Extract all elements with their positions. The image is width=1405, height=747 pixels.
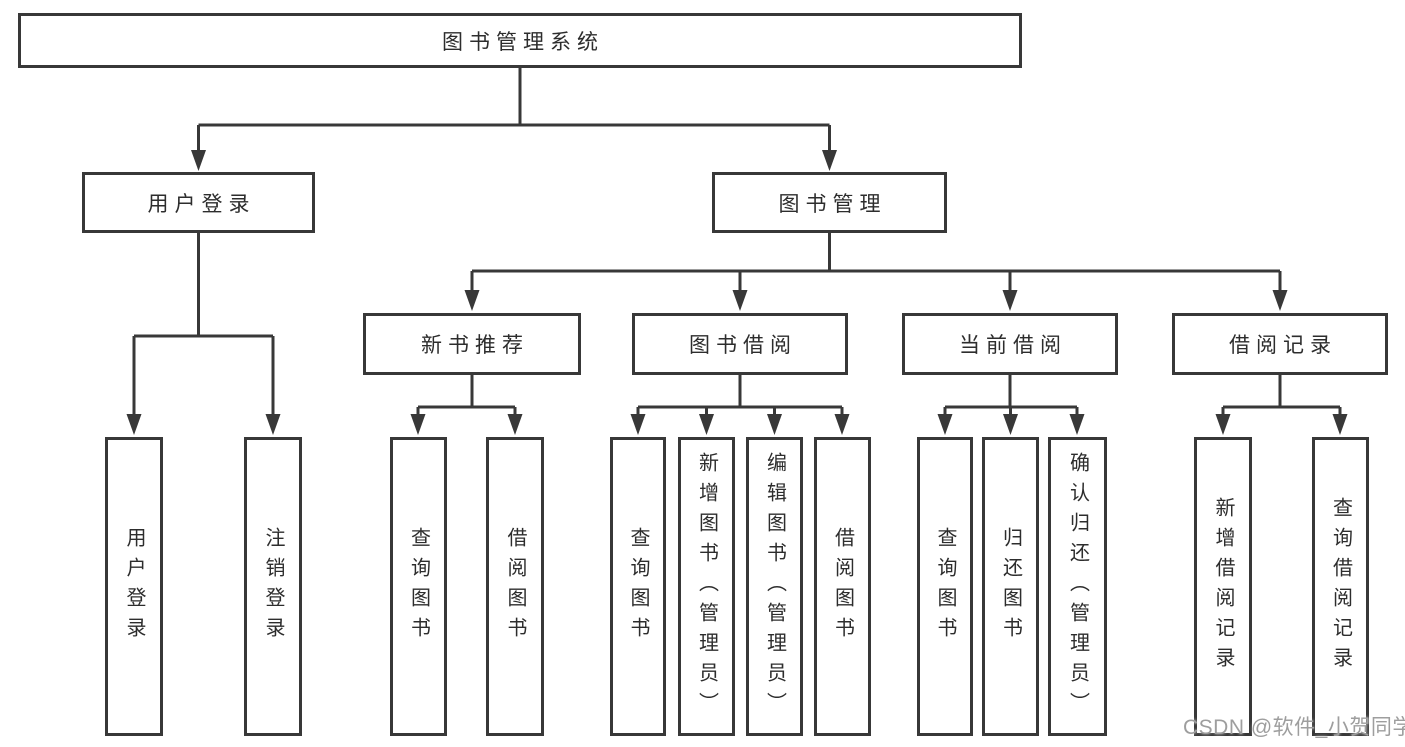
- leaf-logout: 注销登录: [244, 437, 302, 736]
- node-borrow-record: 借阅记录: [1172, 313, 1388, 375]
- connector-root: [197, 68, 831, 153]
- leaf-add-borrow-record: 新增借阅记录: [1194, 437, 1252, 736]
- connector-current-borrow: [943, 375, 1079, 417]
- leaf-query-books-current: 查询图书: [917, 437, 973, 736]
- node-user-login: 用户登录: [82, 172, 315, 233]
- leaf-query-borrow-record: 查询借阅记录: [1312, 437, 1369, 736]
- leaf-user-login: 用户登录: [105, 437, 163, 736]
- connector-user-login: [132, 233, 275, 417]
- leaf-add-book-admin: 新增图书（管理员）: [678, 437, 735, 736]
- connector-borrow-record: [1221, 375, 1342, 417]
- connector-new-book-recommend: [416, 375, 517, 417]
- leaf-confirm-return-admin: 确认归还（管理员）: [1048, 437, 1107, 736]
- connector-book-management: [470, 233, 1282, 293]
- leaf-borrow-books-recommend: 借阅图书: [486, 437, 544, 736]
- leaf-query-books-recommend: 查询图书: [390, 437, 447, 736]
- node-book-borrow: 图书借阅: [632, 313, 848, 375]
- arrowheads: [126, 150, 1348, 435]
- node-new-book-recommend: 新书推荐: [363, 313, 581, 375]
- node-book-management: 图书管理: [712, 172, 947, 233]
- leaf-borrow-books: 借阅图书: [814, 437, 871, 736]
- leaf-edit-book-admin: 编辑图书（管理员）: [746, 437, 803, 736]
- leaf-return-book: 归还图书: [982, 437, 1039, 736]
- watermark-csdn: CSDN @软件_小贺同学: [1183, 716, 1405, 739]
- node-root: 图书管理系统: [18, 13, 1022, 68]
- connector-book-borrow: [636, 375, 844, 417]
- leaf-query-books-borrow: 查询图书: [610, 437, 666, 736]
- node-current-borrow: 当前借阅: [902, 313, 1118, 375]
